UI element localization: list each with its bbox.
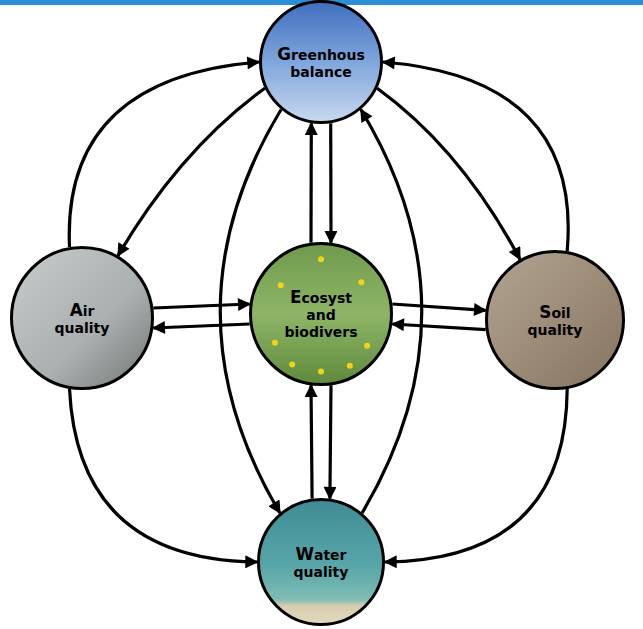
topic-circle: Greenhous balance	[259, 0, 383, 124]
influence-arrow	[385, 389, 567, 562]
influence-arrow	[153, 304, 249, 308]
topic-label: Soil quality	[520, 302, 590, 339]
topic-circle: Soil quality	[485, 250, 625, 390]
topic-circle: Ecosyst and biodivers	[249, 242, 393, 386]
topic-label: Greenhous balance	[274, 44, 369, 81]
influence-arrow	[309, 123, 312, 243]
influence-arrow	[392, 324, 485, 330]
influence-arrow	[330, 385, 331, 498]
influence-arrow	[153, 324, 249, 328]
topic-label: Ecosyst and biodivers	[279, 287, 364, 341]
topic-circle: Air quality	[10, 246, 154, 390]
influence-arrow	[69, 62, 259, 247]
influence-arrow	[377, 88, 520, 259]
influence-arrow	[329, 123, 332, 243]
topic-circle: Water quality	[257, 498, 385, 626]
influence-arrow	[311, 385, 312, 498]
influence-arrow	[70, 389, 258, 562]
influence-arrow	[392, 304, 485, 310]
topic-label: Air quality	[47, 300, 117, 337]
topic-label: Water quality	[286, 544, 356, 581]
influence-arrow	[118, 88, 265, 255]
